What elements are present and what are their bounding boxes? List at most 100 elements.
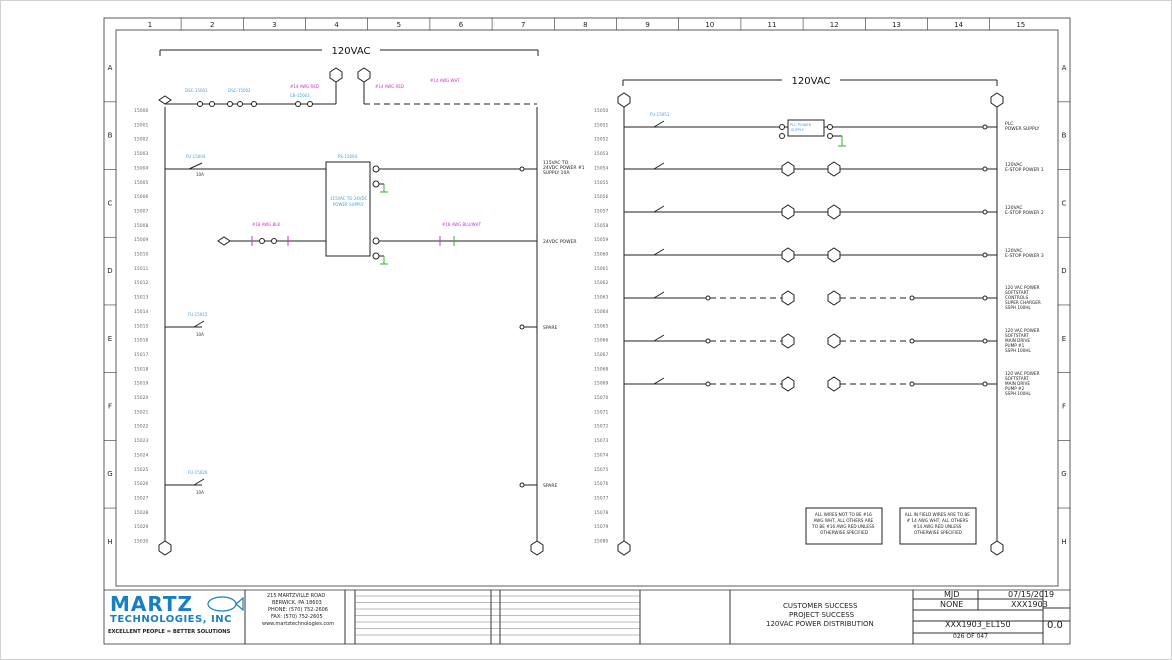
rung-number: 15074: [594, 452, 608, 458]
terminal-hex: [781, 333, 795, 349]
row-letter: A: [108, 64, 113, 72]
svg-text:#18 AWG BLU/WHT: #18 AWG BLU/WHT: [442, 222, 482, 227]
rung-number: 15029: [134, 524, 148, 530]
rung-number: 15073: [594, 438, 608, 444]
row-letter: F: [108, 403, 112, 411]
rung-number: 15004: [134, 165, 148, 171]
power-supply-box: [325, 161, 371, 257]
rung-number: 15007: [134, 208, 148, 214]
rung-number: 15071: [594, 409, 608, 415]
rung-number: 15023: [134, 438, 148, 444]
terminal-hex: [827, 290, 841, 306]
svg-text:DSC-15001: DSC-15001: [185, 88, 208, 93]
terminal-hex: [781, 247, 795, 263]
rung-numbers-right: 1505015051150521505315054150551505615057…: [594, 108, 608, 545]
fax: FAX: (570) 752-2605: [271, 614, 323, 620]
drawing-border: [103, 17, 1071, 645]
svg-text:#14 AWG RED: #14 AWG RED: [290, 84, 319, 89]
rung-number: 15053: [594, 151, 608, 157]
rung-number: 15003: [134, 151, 148, 157]
column-number: 11: [768, 21, 777, 29]
address-line-2: BERWICK, PA 18603: [272, 600, 322, 606]
rung-number: 15062: [594, 280, 608, 286]
rung-number: 15077: [594, 495, 608, 501]
rung-number: 15050: [594, 108, 608, 114]
column-number: 12: [830, 21, 839, 29]
column-number: 1: [148, 21, 152, 29]
spare-label-1: SPARE: [543, 325, 557, 331]
row-letter: E: [1062, 335, 1066, 343]
svg-text:FU-15026: FU-15026: [188, 470, 208, 475]
rung-numbers-left: 1500015001150021500315004150051500615007…: [134, 108, 148, 545]
terminal-hex: [781, 290, 795, 306]
project-customer: CUSTOMER SUCCESS: [783, 602, 858, 610]
svg-text:POWER SUPPLY: POWER SUPPLY: [333, 202, 364, 207]
column-number: 8: [583, 21, 587, 29]
project-title: 120VAC POWER DISTRIBUTION: [766, 620, 874, 628]
terminal-hex: [827, 161, 841, 177]
terminal-hex: [781, 204, 795, 220]
rung-number: 15016: [134, 338, 148, 344]
row-letter: B: [108, 132, 113, 140]
svg-text:#18 AWG BLK: #18 AWG BLK: [252, 222, 281, 227]
terminal-hex: [329, 67, 343, 83]
rung-number: 15028: [134, 510, 148, 516]
rung-number: 15072: [594, 424, 608, 430]
rung-number: 15079: [594, 524, 608, 530]
note-box-2: [899, 507, 977, 545]
rung-number: 15065: [594, 323, 608, 329]
row-letter: G: [1061, 470, 1066, 478]
rung-number: 15055: [594, 180, 608, 186]
row-letter: C: [1062, 199, 1067, 207]
logo-technologies: TECHNOLOGIES, INC: [110, 614, 232, 625]
terminal-hex: [781, 161, 795, 177]
column-number: 5: [397, 21, 401, 29]
address-line-1: 215 MARTZVILLE ROAD: [267, 593, 326, 599]
rung-number: 15018: [134, 366, 148, 372]
row-letter: H: [107, 538, 112, 546]
logo-tagline: EXCELLENT PEOPLE = BETTER SOLUTIONS: [108, 629, 231, 635]
column-number: 6: [459, 21, 464, 29]
rung-number: 15022: [134, 424, 148, 430]
note-2: ALL IN FIELD WIRES ARE TO BE # 14 AWG WH…: [905, 512, 971, 535]
rung-number: 15070: [594, 395, 608, 401]
note-box-1: [805, 507, 883, 545]
project-name: PROJECT SUCCESS: [789, 611, 855, 619]
rung-number: 15056: [594, 194, 608, 200]
rung-number: 15000: [134, 108, 148, 114]
left-circuits: #14 AWG WHT #14 AWG RED #14 AWG RED DSC-…: [158, 67, 585, 556]
rung-number: 15063: [594, 295, 608, 301]
rung-number: 15052: [594, 137, 608, 143]
note-1: ALL WIRES NOT TO BE #16 AWG WHT, ALL OTH…: [811, 512, 876, 535]
rung-number: 15068: [594, 366, 608, 372]
rung-number: 15061: [594, 266, 608, 272]
rung-number: 15001: [134, 122, 148, 128]
terminal-hex: [827, 376, 841, 392]
title-block: [104, 589, 1070, 644]
row-letter: F: [1062, 403, 1066, 411]
column-number: 4: [334, 21, 339, 29]
row-letter: H: [1061, 538, 1066, 546]
svg-text:10A: 10A: [196, 172, 204, 177]
column-number: 7: [521, 21, 525, 29]
drawing-number: XXX1903_EL150: [945, 620, 1011, 629]
svg-text:115VAC TO 24VDC: 115VAC TO 24VDC: [330, 196, 368, 201]
rung-number: 15026: [134, 481, 148, 487]
column-number: 15: [1016, 21, 1025, 29]
row-letter: D: [107, 267, 112, 275]
svg-text:10A: 10A: [196, 332, 204, 337]
drawing-date: 07/15/2019: [1008, 590, 1055, 599]
row-letter: G: [107, 470, 112, 478]
svg-text:CB-15003: CB-15003: [290, 93, 310, 98]
rung-number: 15005: [134, 180, 148, 186]
rung-number: 15025: [134, 467, 148, 473]
right-bus-label: 120VAC: [792, 76, 831, 87]
website: www.martztechnologies.com: [262, 621, 335, 627]
rung-number: 15066: [594, 338, 608, 344]
rung-number: 15021: [134, 409, 148, 415]
